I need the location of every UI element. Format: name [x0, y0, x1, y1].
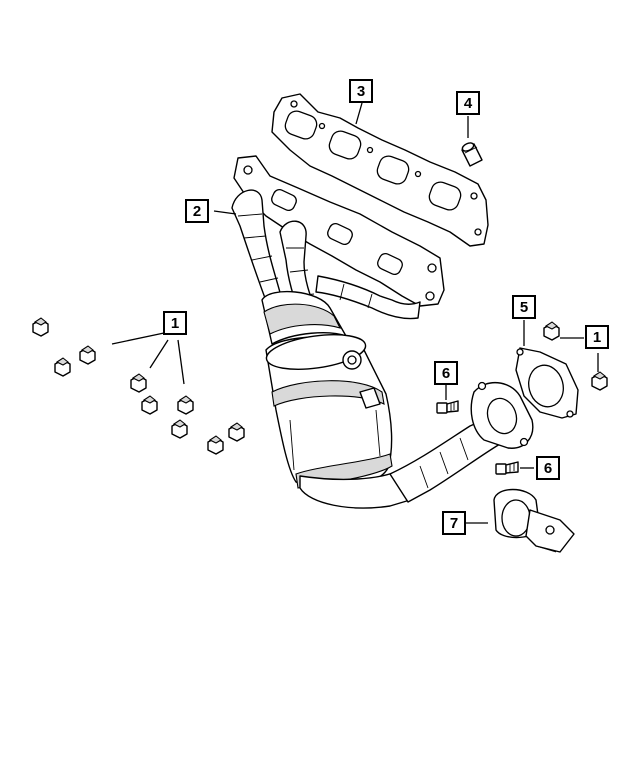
callout-2: 2 — [185, 199, 209, 223]
manifold-gasket — [271, 93, 489, 247]
callout-label: 1 — [171, 315, 179, 332]
callout-label: 5 — [520, 299, 528, 316]
clamp-bracket — [493, 488, 575, 553]
callout-5: 5 — [512, 295, 536, 319]
callout-label: 7 — [450, 515, 458, 532]
nut — [32, 317, 49, 337]
callout-label: 6 — [442, 365, 450, 382]
nut — [171, 419, 188, 439]
callout-3: 3 — [349, 79, 373, 103]
nut — [591, 371, 608, 391]
stud — [461, 142, 483, 167]
bolt-lower — [495, 461, 519, 475]
callout-1-right: 1 — [585, 325, 609, 349]
callout-4: 4 — [456, 91, 480, 115]
nut — [141, 395, 158, 415]
nut — [177, 395, 194, 415]
outlet-gasket — [515, 347, 579, 419]
callout-7: 7 — [442, 511, 466, 535]
exhaust-manifold-assembly — [231, 155, 534, 509]
callout-label: 3 — [357, 83, 365, 100]
nut — [228, 422, 245, 442]
callout-6-top: 6 — [434, 361, 458, 385]
bolt-upper — [436, 400, 459, 414]
callout-label: 1 — [593, 329, 601, 346]
callout-1-left: 1 — [163, 311, 187, 335]
nut — [543, 321, 560, 341]
callout-label: 4 — [464, 95, 473, 112]
callout-label: 2 — [193, 203, 201, 220]
nut-group — [32, 317, 608, 455]
nut — [79, 345, 96, 365]
nut — [207, 435, 224, 455]
callout-6-bottom: 6 — [536, 456, 560, 480]
callout-label: 6 — [544, 460, 552, 477]
nut — [54, 357, 71, 377]
nut — [130, 373, 147, 393]
leader-lines — [111, 102, 599, 524]
